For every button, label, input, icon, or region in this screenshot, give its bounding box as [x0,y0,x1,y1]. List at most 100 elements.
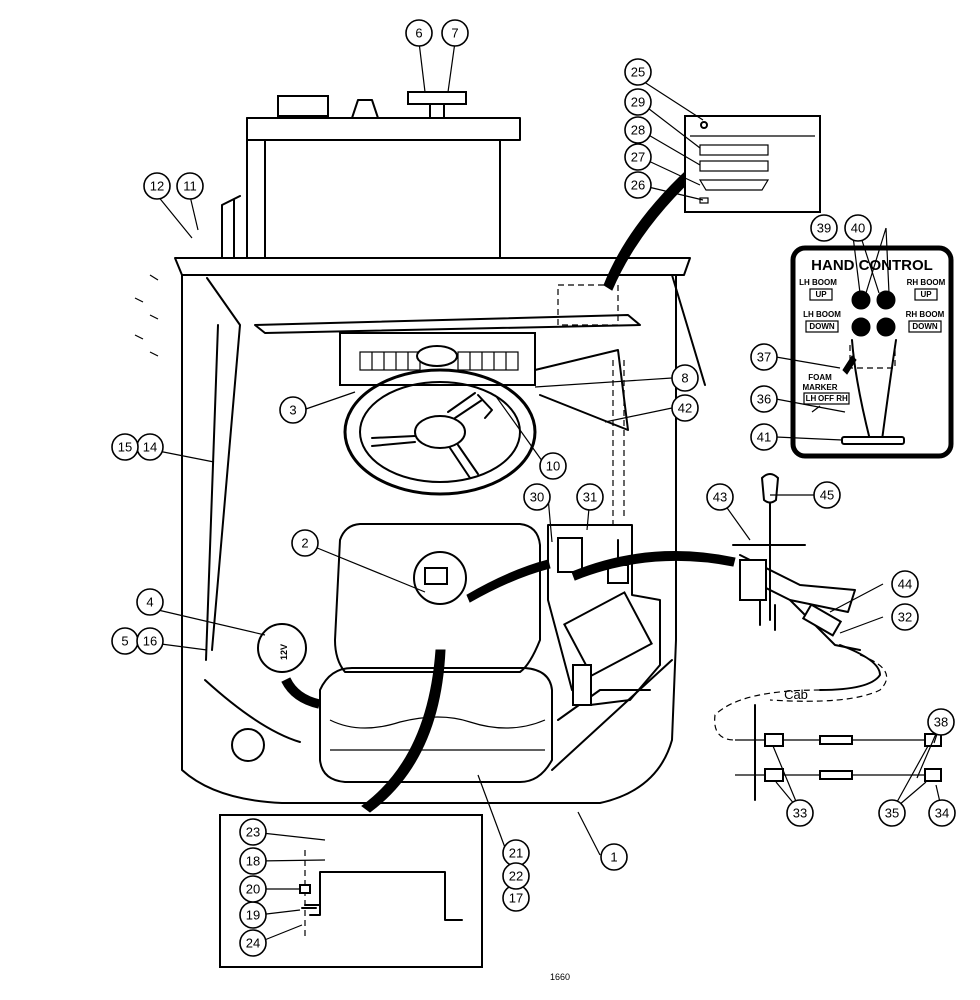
rh-boom-down-label: RH BOOM [906,310,945,319]
callout-27: 27 [624,143,652,171]
svg-text:44: 44 [898,577,912,592]
svg-text:24: 24 [246,936,260,951]
callout-22: 22 [502,862,530,890]
cab-body [174,257,706,804]
svg-text:12: 12 [150,179,164,194]
callout-7: 7 [441,19,469,47]
svg-text:19: 19 [246,908,260,923]
cab-roof-box [221,91,521,259]
callout-1: 1 [600,843,628,871]
svg-text:23: 23 [246,825,260,840]
callout-6: 6 [405,19,433,47]
svg-text:33: 33 [793,806,807,821]
svg-text:21: 21 [509,846,523,861]
callout-28: 28 [624,116,652,144]
svg-text:26: 26 [631,178,645,193]
callout-24: 24 [239,929,267,957]
callout-43: 43 [706,483,734,511]
callout-36: 36 [750,385,778,413]
side-switches [134,274,159,357]
svg-text:35: 35 [885,806,899,821]
shift-lever-assembly [732,473,881,691]
svg-text:10: 10 [546,459,560,474]
rh-boom-up-label: RH BOOM [907,278,946,287]
callout-44: 44 [891,570,919,598]
svg-text:39: 39 [817,221,831,236]
callout-8: 8 [671,364,699,392]
lh-boom-down-state: DOWN [809,322,835,331]
svg-text:40: 40 [851,221,865,236]
lh-boom-up-label: LH BOOM [799,278,837,287]
rh-boom-up-state: UP [920,290,932,299]
svg-text:14: 14 [143,440,157,455]
svg-text:6: 6 [415,26,422,41]
svg-text:20: 20 [246,882,260,897]
rh-boom-down-state: DOWN [912,322,938,331]
svg-text:18: 18 [246,854,260,869]
svg-text:3: 3 [289,403,296,418]
svg-text:43: 43 [713,490,727,505]
svg-text:2: 2 [301,536,308,551]
callout-34: 34 [928,799,956,827]
svg-text:17: 17 [509,891,523,906]
cab-label: Cab [784,687,808,702]
svg-text:25: 25 [631,65,645,80]
operator-seat [319,523,553,783]
callout-3: 3 [279,396,307,424]
side-console [547,524,661,706]
svg-text:28: 28 [631,123,645,138]
power-socket: 12V [257,623,307,673]
svg-text:37: 37 [757,350,771,365]
callout-45: 45 [813,481,841,509]
foam-off: OFF [818,394,834,403]
callout-37: 37 [750,343,778,371]
callout-35: 35 [878,799,906,827]
callout-30: 30 [523,483,551,511]
svg-text:29: 29 [631,95,645,110]
svg-text:22: 22 [509,869,523,884]
foam-lh: LH [806,394,817,403]
hand-control-panel: HAND CONTROL LH BOOM UP RH BOOM UP LH BO… [790,245,954,459]
callout-32: 32 [891,603,919,631]
callout-15: 15 [111,433,139,461]
callout-2: 2 [291,529,319,557]
drawing-number: 1660 [550,972,570,982]
callout-4: 4 [136,588,164,616]
socket-label: 12V [279,644,289,660]
dashboard [339,332,629,525]
callout-12: 12 [143,172,171,200]
callout-5: 5 [111,627,139,655]
callout-25: 25 [624,58,652,86]
callout-38: 38 [927,708,955,736]
svg-text:31: 31 [583,490,597,505]
callout-41: 41 [750,423,778,451]
callout-19: 19 [239,901,267,929]
callout-16: 16 [136,627,164,655]
svg-text:16: 16 [143,634,157,649]
callout-14: 14 [136,433,164,461]
svg-text:41: 41 [757,430,771,445]
callout-10: 10 [539,452,567,480]
callout-42: 42 [671,394,699,422]
callout-23: 23 [239,818,267,846]
callout-31: 31 [576,483,604,511]
foam-marker-line1: FOAM [808,373,832,382]
svg-text:11: 11 [183,179,197,194]
hand-control-title: HAND CONTROL [811,257,933,274]
svg-text:15: 15 [118,440,132,455]
svg-text:36: 36 [757,392,771,407]
svg-text:32: 32 [898,610,912,625]
callout-18: 18 [239,847,267,875]
lh-boom-down-label: LH BOOM [803,310,841,319]
foam-rh: RH [836,394,848,403]
svg-text:34: 34 [935,806,949,821]
panel-inset [684,115,821,213]
svg-text:27: 27 [631,150,645,165]
callout-11: 11 [176,172,204,200]
svg-text:45: 45 [820,488,834,503]
svg-text:8: 8 [681,371,688,386]
svg-text:30: 30 [530,490,544,505]
callout-26: 26 [624,171,652,199]
callout-39: 39 [810,214,838,242]
